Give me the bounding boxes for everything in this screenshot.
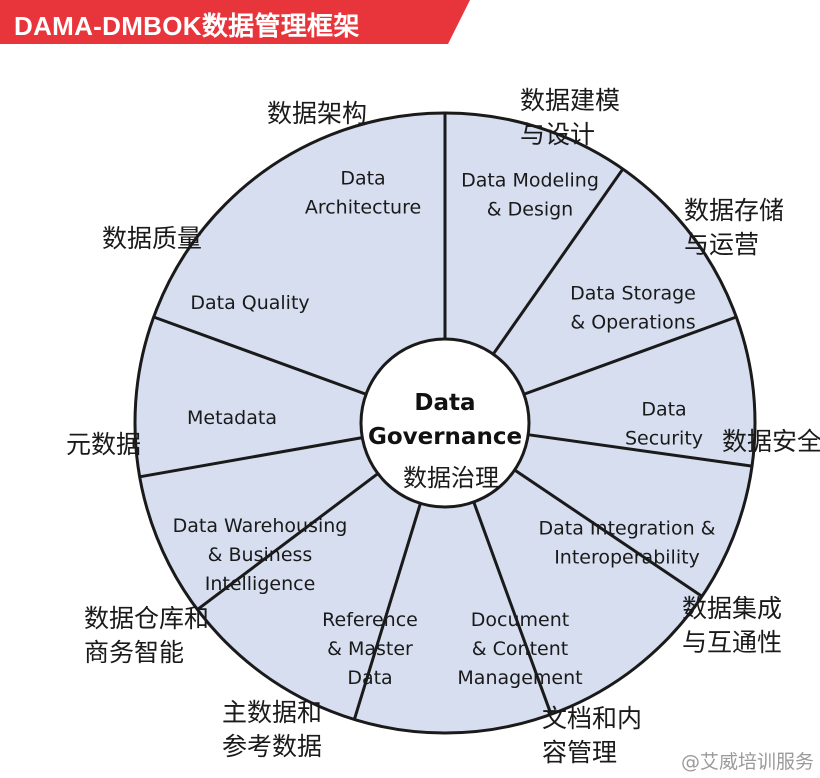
cn-label-warehousing: 数据仓库和商务智能 bbox=[84, 604, 210, 667]
sector-reference bbox=[197, 423, 445, 720]
center-cn-label: 数据治理 bbox=[403, 464, 499, 492]
sector-integration bbox=[445, 423, 703, 715]
sector-label-storage: Data Storage& Operations bbox=[570, 283, 696, 334]
outer-ring bbox=[133, 111, 757, 735]
sector-warehousing bbox=[139, 423, 445, 610]
sector-label-modeling: Data Modeling& Design bbox=[461, 170, 599, 221]
sector-divider bbox=[472, 501, 553, 715]
sector-quality bbox=[153, 113, 445, 423]
center-circle bbox=[359, 337, 531, 509]
cn-label-document: 文档和内容管理 bbox=[542, 704, 643, 767]
cn-label-modeling: 数据建模与设计 bbox=[520, 86, 621, 149]
sector-security bbox=[445, 423, 752, 597]
cn-label-quality: 数据质量 bbox=[102, 224, 203, 253]
sector-modeling bbox=[445, 169, 737, 423]
page-title: DAMA-DMBOK数据管理框架 bbox=[14, 11, 360, 41]
sector-label-metadata: Metadata bbox=[187, 407, 277, 429]
cn-label-metadata: 元数据 bbox=[66, 430, 142, 459]
title-banner-shape bbox=[0, 0, 470, 44]
cn-label-architecture: 数据架构 bbox=[267, 99, 368, 128]
title-banner: DAMA-DMBOK数据管理框架 bbox=[0, 0, 470, 44]
cn-label-integration: 数据集成与互通性 bbox=[682, 594, 783, 657]
sector-divider bbox=[491, 168, 625, 356]
cn-label-storage: 数据存储与运营 bbox=[684, 196, 785, 259]
sector-divider bbox=[139, 436, 363, 479]
cn-label-security: 数据安全 bbox=[722, 427, 820, 456]
sector-divider bbox=[196, 472, 379, 611]
sector-label-quality: Data Quality bbox=[190, 292, 309, 314]
cn-label-reference: 主数据和参考数据 bbox=[222, 698, 323, 761]
watermark: @艾威培训服务 bbox=[680, 751, 814, 773]
sector-metadata bbox=[134, 316, 445, 477]
sector-divider bbox=[523, 315, 737, 396]
sector-divider bbox=[153, 315, 367, 396]
sector-label-integration: Data Integration &Interoperability bbox=[539, 518, 716, 569]
sector-document bbox=[354, 423, 552, 733]
sector-divider bbox=[527, 433, 753, 468]
sector-architecture bbox=[445, 113, 623, 423]
sector-divider bbox=[513, 468, 703, 598]
sector-divider bbox=[352, 502, 422, 720]
